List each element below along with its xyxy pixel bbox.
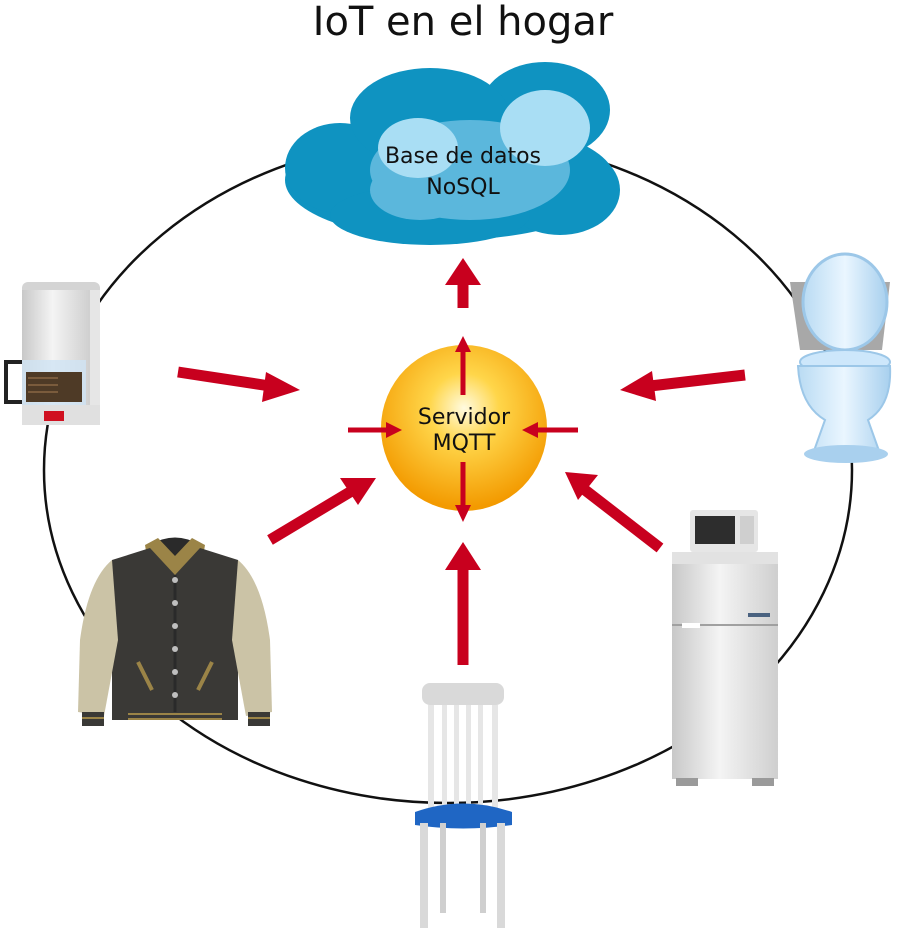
arrow-to-cloud-head [445, 258, 481, 285]
arrow-fridge [581, 485, 664, 553]
cloud-label-line2: NoSQL [426, 175, 500, 200]
server-label-line2: MQTT [433, 431, 496, 456]
jacket-icon [78, 537, 272, 726]
page-title: IoT en el hogar [313, 0, 614, 45]
toilet-icon [790, 252, 892, 463]
server-label-line1: Servidor [418, 405, 511, 430]
chair-icon [415, 683, 512, 928]
arrow-jacket [267, 487, 353, 545]
refrigerator-microwave-icon [672, 510, 778, 786]
arrow-coffee [177, 366, 271, 392]
arrows [177, 258, 746, 665]
arrow-toilet [649, 369, 746, 392]
cloud-label-line1: Base de datos [385, 144, 541, 169]
mqtt-server: Servidor MQTT [381, 345, 547, 511]
nosql-cloud: Base de datos NoSQL [285, 62, 620, 245]
coffee-maker-icon [4, 282, 100, 425]
